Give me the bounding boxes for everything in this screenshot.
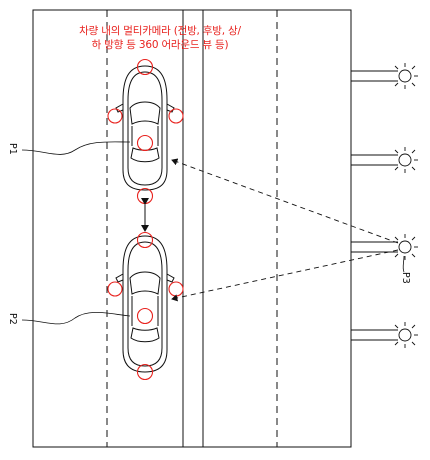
road-border xyxy=(33,10,351,447)
car-1 xyxy=(116,66,174,190)
caption-line-1: 차량 내의 멀티카메라 (전방, 후방, 상/ xyxy=(40,24,280,38)
label-p1: P1 xyxy=(7,143,18,155)
leader-line-p1 xyxy=(22,142,130,155)
street-lamp-p3 xyxy=(351,234,418,260)
camera-marker xyxy=(138,136,153,151)
camera-caption: 차량 내의 멀티카메라 (전방, 후방, 상/ 하 방향 등 360 어라운드 … xyxy=(40,24,280,52)
camera-marker xyxy=(138,309,153,324)
label-p2: P2 xyxy=(7,313,18,325)
camera-marker xyxy=(108,282,122,296)
camera-marker xyxy=(108,109,122,123)
signal-arrow-to-car-1 xyxy=(172,160,398,243)
leader-line-p2 xyxy=(22,312,130,324)
leader-line-p3 xyxy=(403,256,404,272)
camera-marker xyxy=(169,282,183,296)
camera-marker xyxy=(138,189,153,204)
street-lamp xyxy=(351,322,418,348)
signal-arrow-to-car-2 xyxy=(172,250,398,299)
street-lamp xyxy=(351,63,418,89)
camera-marker xyxy=(169,109,183,123)
label-p3: P3 xyxy=(400,272,411,284)
car-2 xyxy=(116,236,174,372)
caption-line-2: 하 방향 등 360 어라운드 뷰 등) xyxy=(40,38,280,52)
camera-marker xyxy=(138,233,153,248)
street-lamp xyxy=(351,147,418,173)
